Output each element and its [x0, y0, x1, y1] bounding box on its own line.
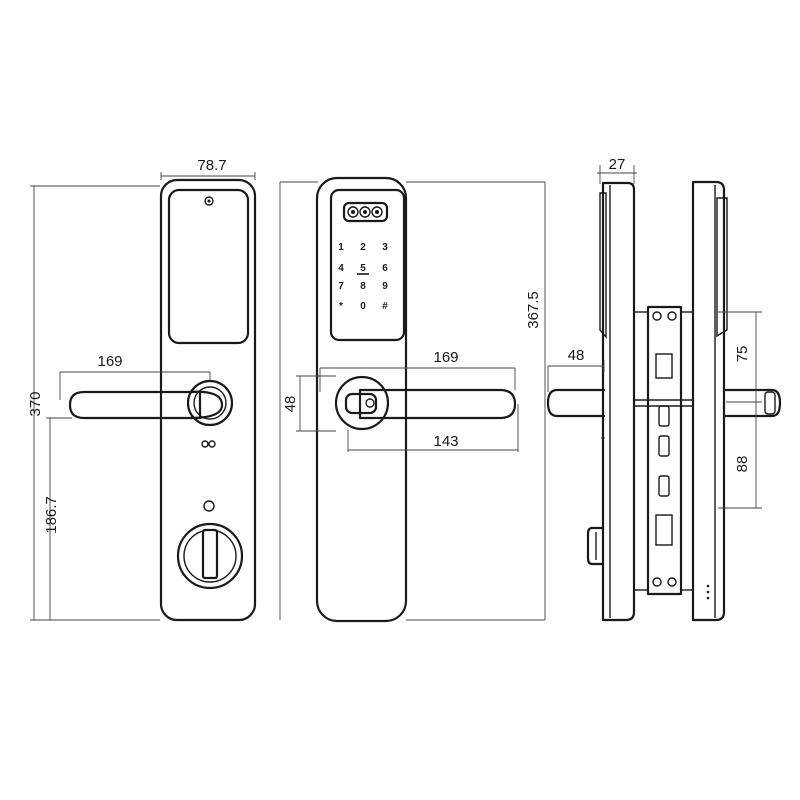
- front-width-label: 78.7: [197, 157, 226, 174]
- keypad-panel: [329, 188, 406, 342]
- side-front-panel: [601, 181, 636, 622]
- sensor-icon-2: [359, 206, 371, 218]
- key-star[interactable]: *: [339, 301, 343, 312]
- front-rosette-inner: [193, 386, 227, 420]
- key-2[interactable]: 2: [360, 242, 366, 253]
- back-thumb-turn-screw: [365, 398, 375, 408]
- sensor-bar: [342, 201, 389, 223]
- side-back-panel: [691, 180, 726, 622]
- front-handle: [68, 390, 202, 420]
- front-cylinder: [176, 522, 244, 590]
- side-dot-1: [706, 584, 710, 588]
- front-cylinder-inner: [183, 529, 237, 583]
- side-thickness-label: 27: [609, 156, 626, 173]
- side-dot-4: [601, 436, 605, 440]
- side-front-bevel: [599, 192, 607, 339]
- back-rosette: [334, 375, 390, 431]
- mortise-slot-3: [658, 475, 670, 497]
- back-height-label: 367.5: [525, 291, 542, 329]
- key-1[interactable]: 1: [338, 242, 344, 253]
- back-handle-reach-label: 143: [433, 433, 458, 450]
- side-view: [546, 180, 782, 622]
- front-indicator-icon: [201, 440, 209, 448]
- side-handle-projection-label: 48: [568, 347, 585, 364]
- side-back-handle: [722, 388, 782, 418]
- front-keyhole-icon: [203, 500, 215, 512]
- key-6[interactable]: 6: [382, 263, 388, 274]
- side-upper-offset-label: 75: [734, 346, 751, 363]
- front-dimensions: 78.7 370 169 186.7: [27, 157, 256, 621]
- front-indicator-icon-2: [208, 440, 216, 448]
- front-thumb-turn: [201, 528, 219, 580]
- back-handle: [358, 388, 517, 420]
- front-handle-length-label: 169: [97, 353, 122, 370]
- side-dot-2: [706, 590, 710, 594]
- sensor-dot-1: [351, 210, 355, 214]
- mortise-screw-top-2: [667, 311, 677, 321]
- side-dimensions: 27 48 75 88: [547, 156, 762, 509]
- mortise-body: [646, 305, 683, 596]
- key-hash[interactable]: #: [382, 301, 388, 312]
- side-front-handle: [546, 388, 606, 418]
- mortise-latch: [655, 353, 673, 379]
- key-3[interactable]: 3: [382, 242, 388, 253]
- mortise-slot-2: [658, 435, 670, 457]
- side-lower-offset-label: 88: [734, 456, 751, 473]
- key-4[interactable]: 4: [338, 263, 344, 274]
- mortise-screw-bottom-1: [652, 577, 662, 587]
- key-7[interactable]: 7: [338, 281, 344, 292]
- mortise-screw-top-1: [652, 311, 662, 321]
- side-dot-3: [706, 596, 710, 600]
- sensor-dot-2: [363, 210, 367, 214]
- front-rosette: [186, 379, 234, 427]
- key-9[interactable]: 9: [382, 281, 388, 292]
- front-spindle-height-label: 186.7: [43, 496, 60, 534]
- back-dimensions: 367.5 169 48 143: [279, 181, 546, 621]
- key-8[interactable]: 8: [360, 281, 366, 292]
- mortise-deadbolt: [655, 514, 673, 546]
- side-back-thumb-turn: [764, 391, 776, 415]
- front-height-label: 370: [27, 391, 44, 416]
- front-camera-dot: [207, 199, 211, 203]
- back-view: 1 2 3 4 5 6 7 8 9 * 0 #: [315, 176, 517, 623]
- side-cylinder: [586, 526, 605, 566]
- sensor-dot-3: [375, 210, 379, 214]
- front-handle-neck: [188, 390, 224, 420]
- back-handle-length-label: 169: [433, 349, 458, 366]
- back-handle-height-label: 48: [282, 396, 299, 413]
- back-thumb-turn: [344, 392, 378, 415]
- side-back-keypad-edge: [716, 197, 728, 338]
- front-camera-icon: [204, 196, 214, 206]
- front-top-window: [167, 188, 250, 345]
- mortise-slot-1: [658, 405, 670, 427]
- mortise-screw-bottom-2: [667, 577, 677, 587]
- back-panel: [315, 176, 408, 623]
- front-panel: [159, 178, 257, 622]
- front-view: [68, 178, 257, 622]
- sensor-icon-3: [371, 206, 383, 218]
- sensor-icon-1: [347, 206, 359, 218]
- key-5[interactable]: 5: [360, 263, 366, 274]
- key-0[interactable]: 0: [360, 301, 366, 312]
